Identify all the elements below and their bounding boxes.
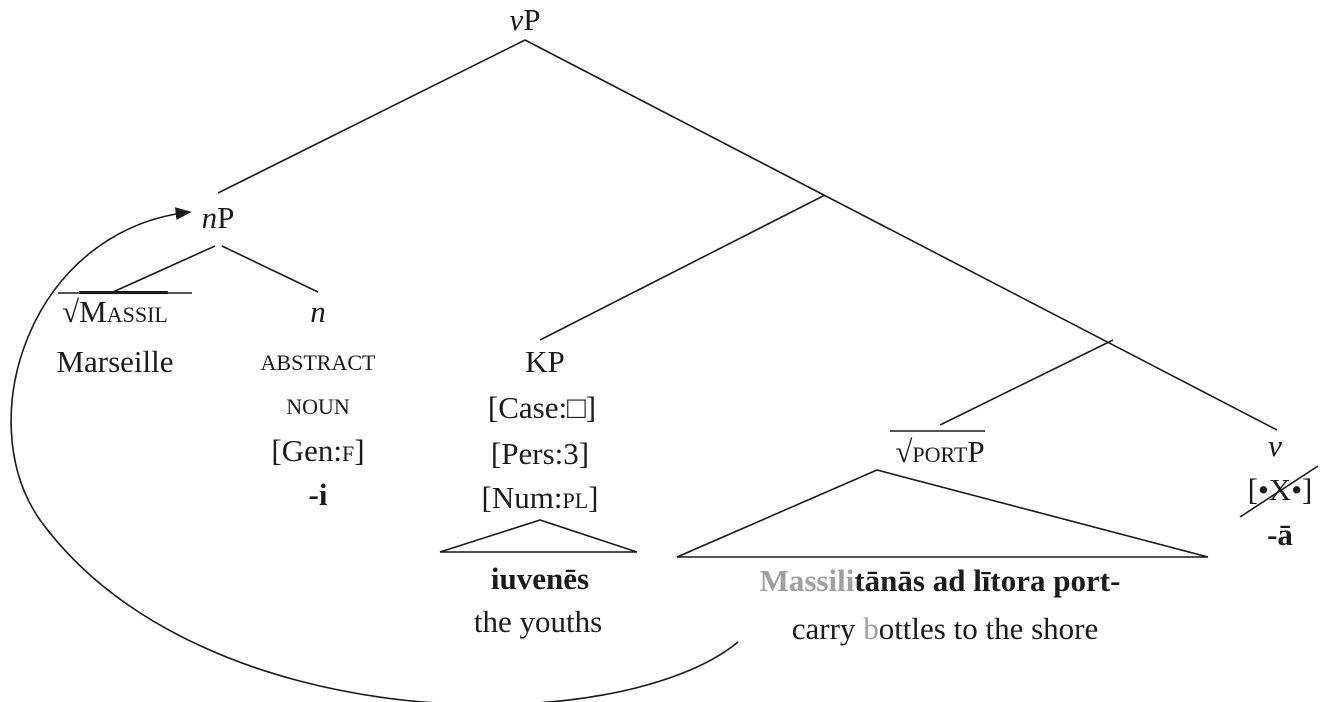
portp-gloss: carry bottles to the shore (792, 611, 1098, 646)
branch-low-portp (939, 339, 1114, 426)
kp-feature-person: [Pers:3] (491, 436, 589, 471)
v-feature: [•X•] (1248, 472, 1313, 507)
portp-triangle (676, 469, 1209, 558)
branch-vp-np (217, 39, 526, 194)
gloss-marseille: Marseille (56, 344, 173, 379)
feature-strikethrough (1239, 465, 1319, 518)
v-suffix: -ā (1267, 517, 1293, 552)
node-vp: vP (509, 2, 540, 37)
node-root-portp: √portP (895, 434, 984, 469)
n-suffix: -i (309, 477, 328, 512)
branch-np-n (221, 245, 319, 293)
n-feature-abstract: abstract (261, 342, 376, 377)
n-feature-noun: noun (286, 386, 350, 421)
node-kp: KP (525, 344, 565, 379)
kp-feature-case: [Case:□] (488, 390, 596, 425)
portp-word: Massilitānās ad lītora port- (760, 563, 1121, 598)
kp-triangle (439, 519, 638, 553)
node-np: nP (202, 200, 235, 235)
kp-gloss: the youths (474, 604, 602, 639)
n-feature-gender: [Gen:f] (271, 433, 364, 468)
node-n: n (310, 294, 326, 329)
branch-vp-v (524, 39, 1278, 431)
branch-np-massil (112, 245, 216, 293)
movement-arrow (10, 207, 739, 702)
branch-mid-kp (539, 194, 826, 341)
kp-feature-number: [Num:pl] (482, 480, 599, 515)
kp-word: iuvenēs (491, 561, 589, 596)
node-root-massil: √Massil (62, 294, 168, 329)
node-v: v (1268, 428, 1282, 463)
